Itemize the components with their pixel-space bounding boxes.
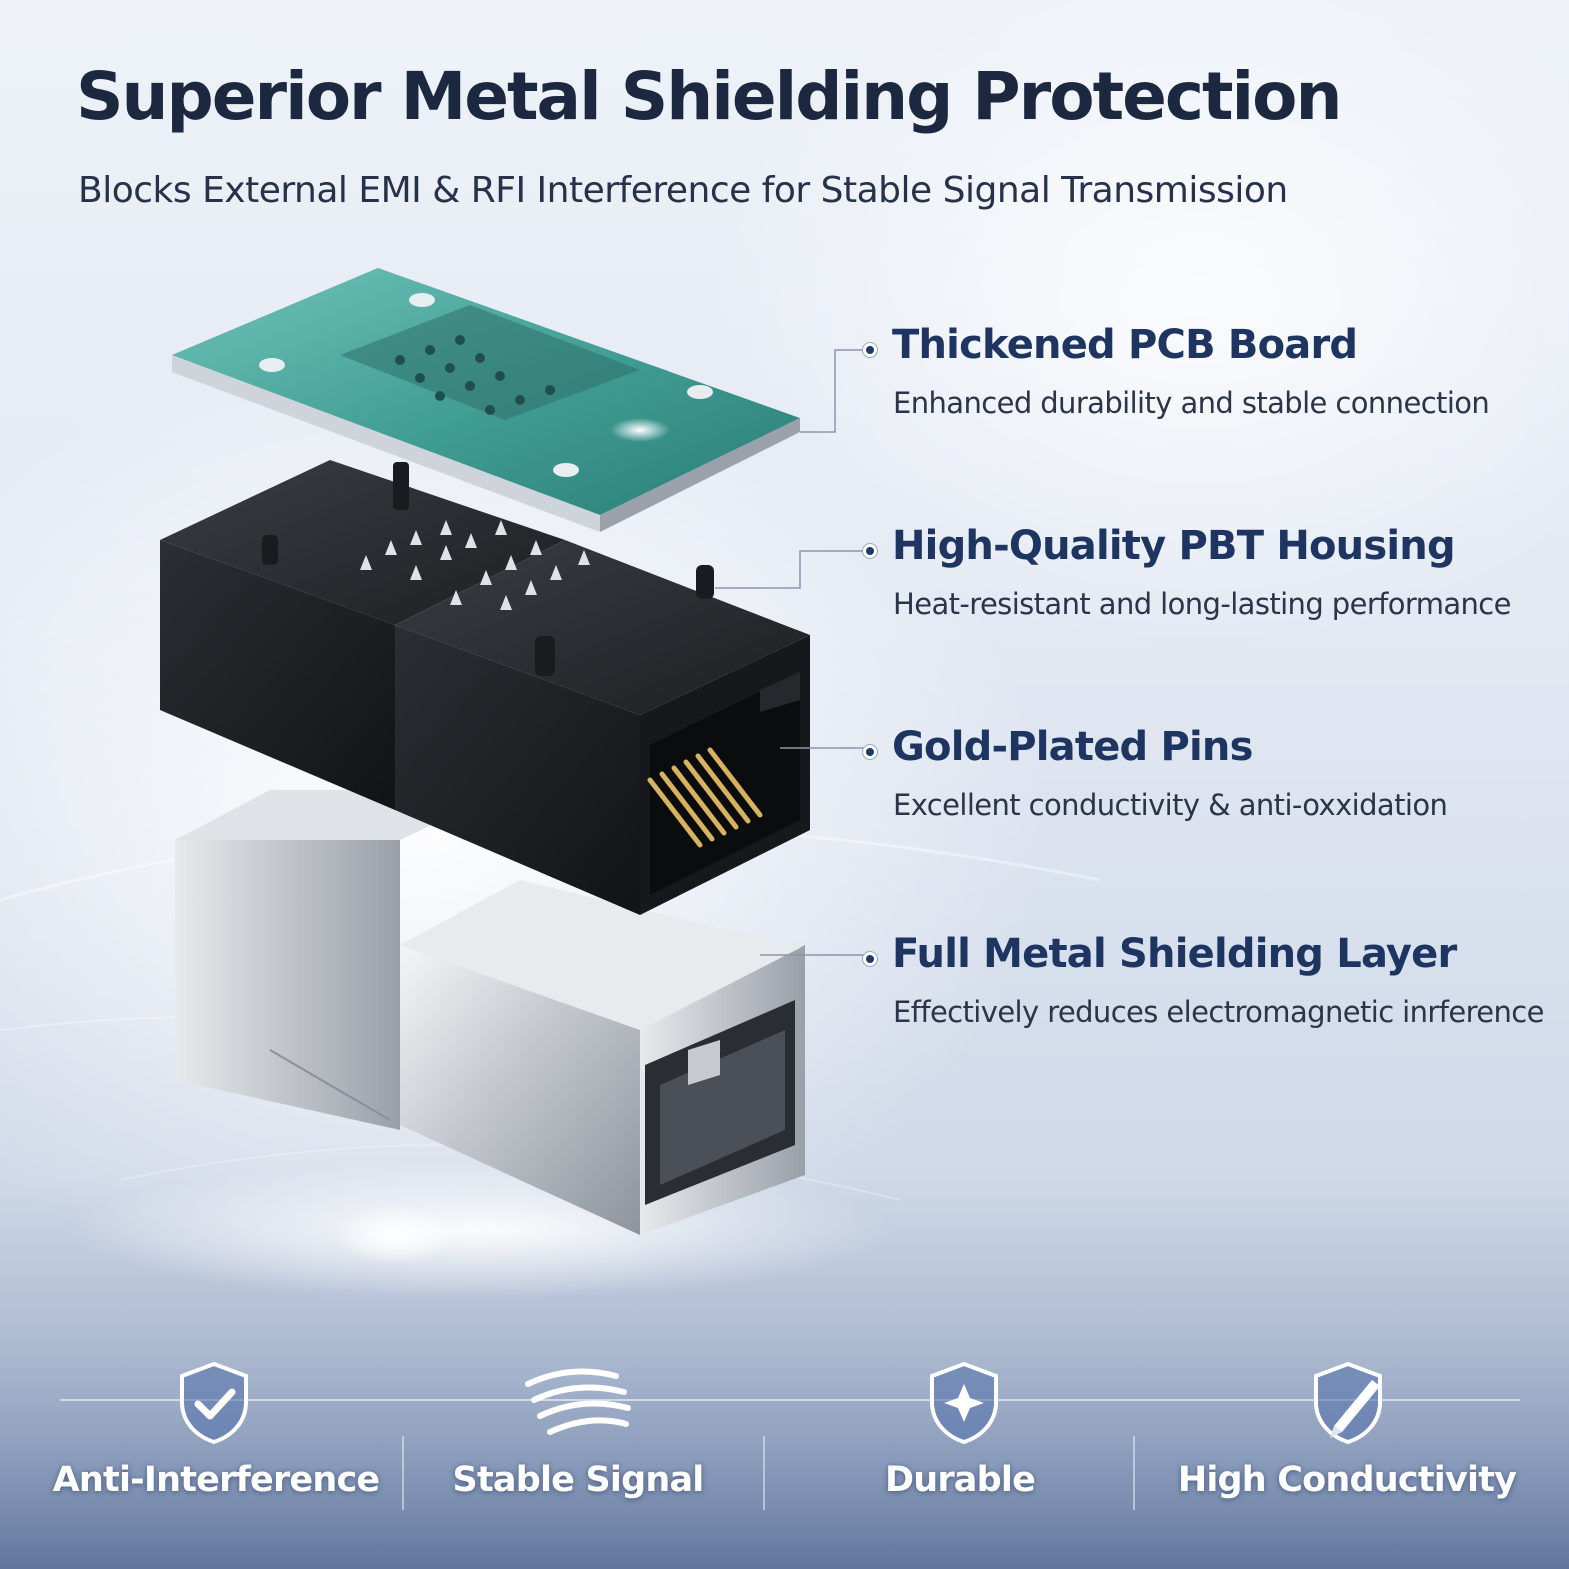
badge-divider: [763, 1436, 765, 1510]
pcb-board: [172, 268, 800, 532]
feature-title: Full Metal Shielding Layer: [892, 931, 1457, 977]
bullet-dot: [866, 955, 874, 963]
feature-description: Enhanced durability and stable connectio…: [893, 386, 1490, 420]
bullet-dot: [866, 547, 874, 555]
bullet-dot: [866, 748, 874, 756]
subheadline: Blocks External EMI & RFI Interference f…: [78, 170, 1288, 211]
badge-anti-interference: Anti-Interference: [52, 1460, 381, 1500]
feature-description: Excellent conductivity & anti-oxxidation: [893, 788, 1448, 822]
headline: Superior Metal Shielding Protection: [76, 58, 1343, 135]
feature-description: Effectively reduces electromagnetic inrf…: [893, 995, 1544, 1029]
shield-check-icon: [180, 1361, 248, 1445]
contact-spikes: [360, 520, 590, 610]
pbt-housing: [160, 460, 810, 915]
feature-description: Heat-resistant and long-lasting performa…: [893, 587, 1512, 621]
badge-band: [0, 1340, 1569, 1569]
feature-title: High-Quality PBT Housing: [892, 523, 1456, 569]
bullet-dot: [866, 346, 874, 354]
badge-high-conductivity: High Conductivity: [1177, 1460, 1517, 1500]
badge-stable-signal: Stable Signal: [452, 1460, 705, 1500]
signal-waves-icon: [525, 1368, 631, 1435]
badge-divider: [1133, 1436, 1135, 1510]
spark-glow: [335, 1205, 455, 1265]
badge-divider: [402, 1436, 404, 1510]
feature-title: Gold-Plated Pins: [892, 724, 1253, 770]
leader-lines: [715, 349, 866, 956]
gold-pins: [647, 747, 763, 848]
shield-star-icon: [930, 1361, 998, 1445]
metal-shield-layer: [175, 790, 805, 1235]
badge-durable: Durable: [884, 1460, 1036, 1500]
shield-pen-icon: [1314, 1361, 1382, 1445]
feature-title: Thickened PCB Board: [892, 322, 1358, 368]
